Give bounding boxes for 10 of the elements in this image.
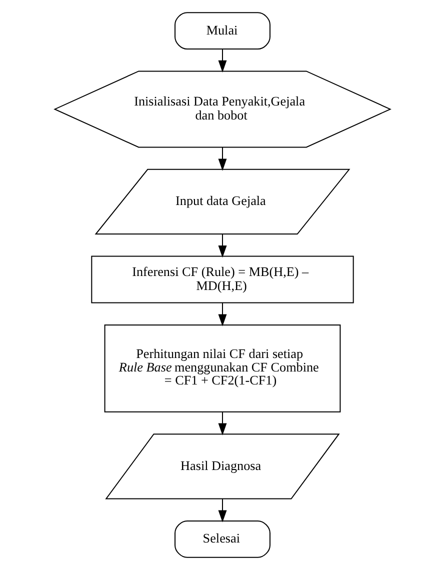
arrow bbox=[218, 499, 227, 522]
arrow bbox=[218, 234, 227, 258]
node-box: Selesai bbox=[174, 520, 270, 558]
node-box: Perhitungan nilai CF dari setiap Rule Base menggunakan CF Combine = CF1 + CF2(1-CF1) bbox=[104, 324, 341, 412]
arrow bbox=[218, 147, 227, 171]
node-box: Inferensi CF (Rule) = MB(H,E) – MD(H,E) bbox=[91, 256, 354, 304]
arrow bbox=[218, 302, 227, 326]
arrow bbox=[218, 49, 227, 73]
arrow bbox=[218, 412, 227, 436]
node-box: Mulai bbox=[174, 12, 270, 50]
